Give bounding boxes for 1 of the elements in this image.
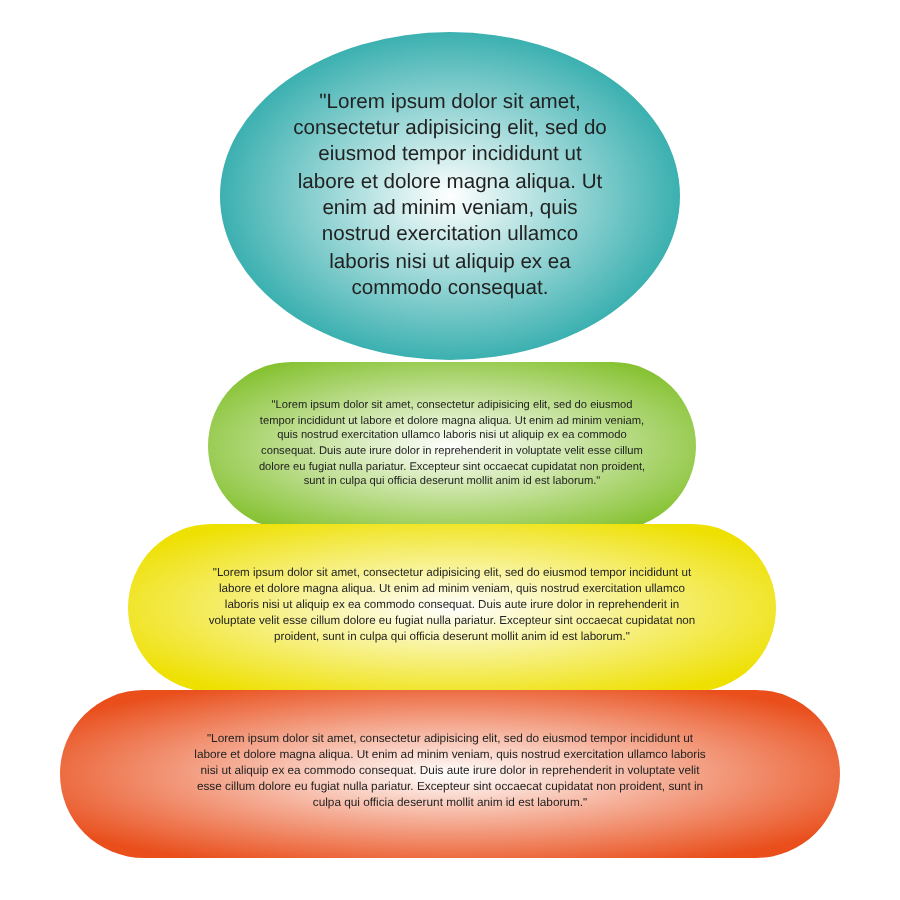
tier-text: "Lorem ipsum dolor sit amet, consectetur adipisicing elit, sed do eiusmod tempor incididunt ut labore et dolore magna aliqua. Ut enim ad minim veniam, quis nostrud exercitation ullamco laboris nisi ut aliquip ex ea commodo consequat. xyxy=(292,89,608,303)
